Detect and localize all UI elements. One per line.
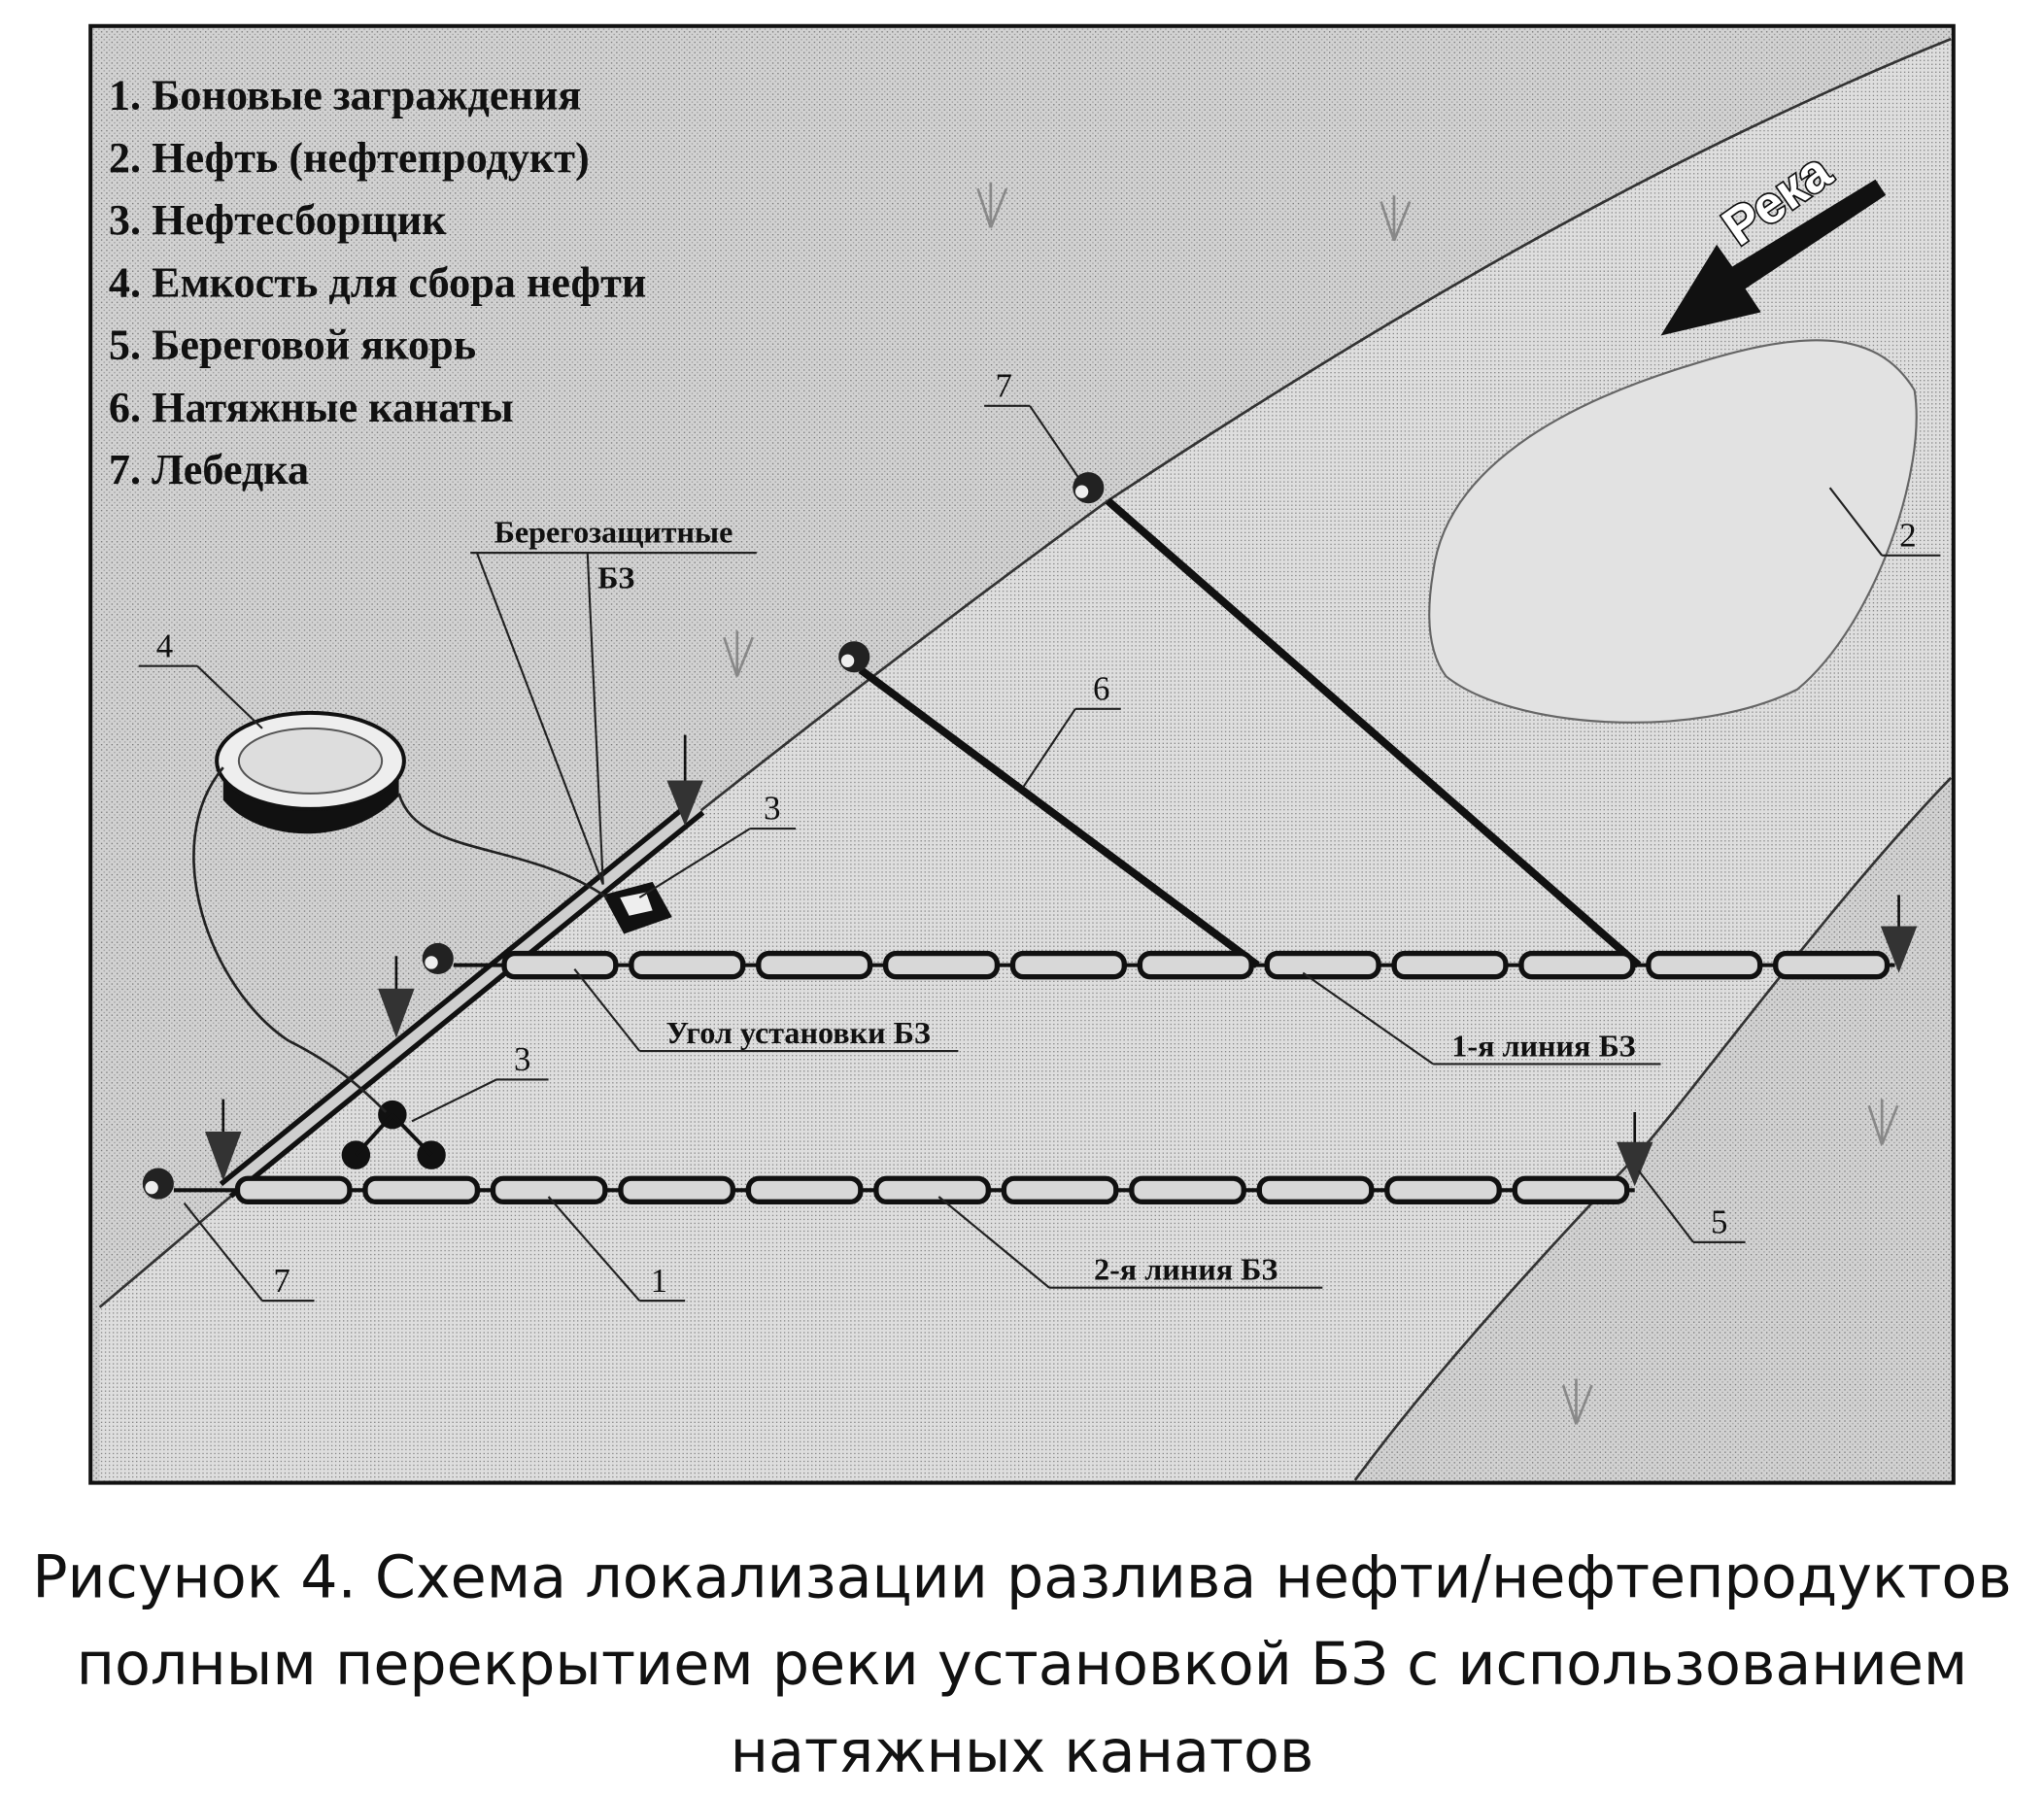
oil-slick [1428, 339, 1918, 724]
boom-segment [1137, 950, 1254, 980]
legend-item: 5. Береговой якорь [109, 322, 476, 369]
anchor-icon [378, 956, 415, 1038]
river [99, 39, 1952, 1480]
grass-icon [723, 630, 755, 677]
boom-segment [629, 950, 746, 980]
grass-icon [1561, 1378, 1593, 1425]
boom-segment [1256, 1175, 1375, 1205]
grass-icon [1380, 194, 1412, 242]
callout-number: 7 [996, 366, 1012, 404]
skimmer-icon [602, 881, 672, 934]
boom-segment [1512, 1175, 1630, 1205]
legend-item: 7. Лебедка [109, 446, 309, 493]
legend-item: 4. Емкость для сбора нефти [109, 258, 646, 306]
hose [192, 766, 388, 1113]
callout-number: 2 [1899, 516, 1916, 554]
legend-item: 2. Нефть (нефтепродукт) [109, 134, 590, 182]
label-boom-angle: Угол установки БЗ [665, 1015, 930, 1050]
figure-caption-line: полным перекрытием реки установкой БЗ с … [77, 1631, 1968, 1699]
boom-segment [1518, 950, 1636, 980]
boom-segment [490, 1175, 608, 1205]
boom-segment [1264, 950, 1381, 980]
boom-segment [1384, 1175, 1502, 1205]
grass-icon [976, 182, 1008, 228]
boom-segment [1001, 1175, 1119, 1205]
tension-rope [858, 666, 1260, 968]
boom-segment [873, 1175, 991, 1205]
boom-segment [1391, 950, 1509, 980]
anchor-icon [1616, 1111, 1653, 1187]
figure-caption-line: натяжных канатов [731, 1718, 1314, 1786]
winch-icon [1073, 472, 1105, 504]
boom-line-2 [229, 1175, 1635, 1205]
callout-number: 6 [1093, 669, 1109, 707]
callout-number: 3 [764, 790, 780, 828]
hose [397, 793, 608, 899]
callout-number: 7 [273, 1262, 290, 1300]
shore-booms [219, 797, 705, 1199]
anchor-icon [1880, 895, 1918, 973]
callout-number: 5 [1711, 1202, 1727, 1240]
boom-line-1 [495, 950, 1895, 980]
boom-segment [362, 1175, 481, 1205]
winch-icon [838, 641, 870, 673]
winch-icon [142, 1168, 174, 1200]
boom-segment [756, 950, 873, 980]
callout-number: 3 [514, 1040, 530, 1078]
legend-item: 1. Боновые заграждения [109, 71, 581, 119]
boom-segment [1646, 950, 1763, 980]
boom-segment [745, 1175, 864, 1205]
figure-caption-line: Рисунок 4. Схема локализации разлива неф… [32, 1543, 2012, 1611]
boom-segment [1009, 950, 1127, 980]
callout-number: 1 [651, 1262, 667, 1300]
label-second-line: 2-я линия БЗ [1094, 1252, 1278, 1287]
anchor-icon [666, 734, 703, 827]
anchor-icon [205, 1099, 242, 1181]
boom-segment [882, 950, 1001, 980]
tension-rope [1105, 497, 1642, 968]
label-shore-booms: Берегозащитные [494, 514, 733, 549]
grass-icon [1867, 1099, 1899, 1145]
boom-segment [618, 1175, 736, 1205]
boom-segment [501, 950, 619, 980]
skimmer-icon [341, 1100, 446, 1169]
leader-lines [138, 404, 1941, 1303]
legend-item: 6. Натяжные канаты [109, 384, 514, 431]
legend-item: 3. Нефтесборщик [109, 196, 447, 244]
boom-segment [1773, 950, 1891, 980]
grass-icons [723, 182, 1899, 1425]
label-first-line: 1-я линия БЗ [1451, 1028, 1635, 1063]
callout-number: 4 [156, 627, 173, 664]
winch-icon [422, 942, 454, 975]
legend: 1. Боновые заграждения 2. Нефть (нефтепр… [109, 71, 646, 493]
river-flow-arrow-icon [1660, 179, 1887, 336]
oil-tank-icon [215, 710, 406, 834]
label-shore-booms-bz: БЗ [597, 559, 634, 594]
boom-segment [1129, 1175, 1246, 1205]
boom-segment [234, 1175, 353, 1205]
